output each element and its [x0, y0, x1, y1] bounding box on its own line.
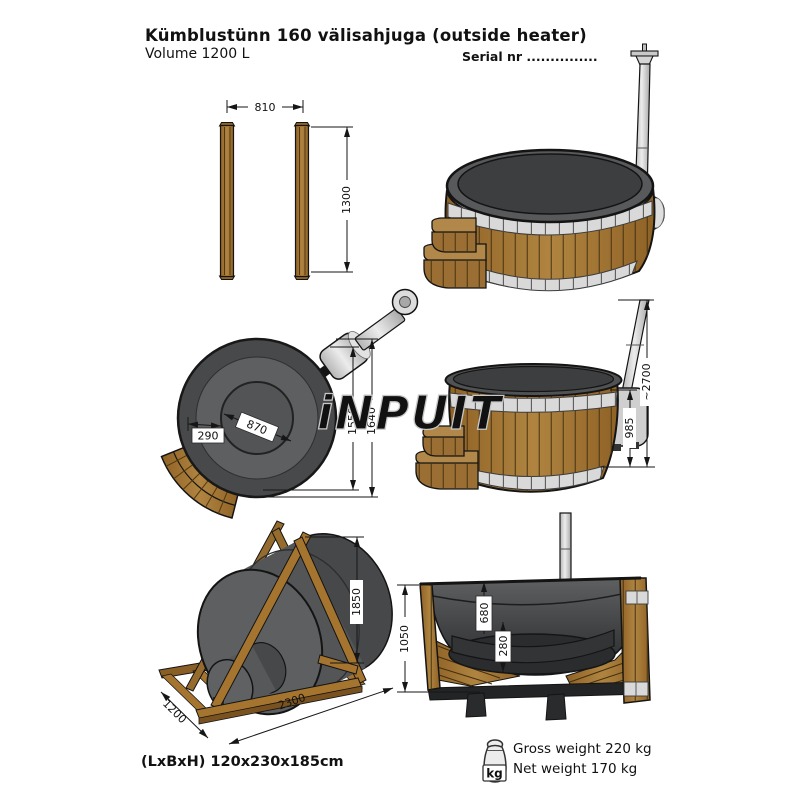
side-view: 985 ~2700 [415, 299, 655, 493]
dim-label-1550: 1550 [346, 407, 359, 435]
dim-label-810: 810 [255, 101, 276, 114]
steps-side [415, 425, 479, 490]
stave-right [293, 122, 311, 280]
chimney-section [559, 512, 572, 582]
steps [423, 217, 487, 289]
dim-1850: 1850 [305, 536, 364, 664]
dim-870: 870 [223, 411, 292, 443]
barrel-side [444, 363, 623, 493]
dim-1550: 1550 [263, 346, 359, 491]
dim-label-680: 680 [478, 603, 491, 624]
volume-label: Volume 1200 L [145, 46, 250, 62]
barrel [444, 148, 656, 292]
dim-label-280: 280 [497, 636, 510, 657]
dim-680: 680 [475, 582, 493, 634]
dim-label-1200: 1200 [160, 697, 189, 726]
dim-1300: 1300 [311, 126, 354, 273]
rim-edge [419, 576, 642, 586]
package-view: 1850 2300 1200 [158, 520, 394, 745]
dim-label-1850: 1850 [350, 588, 363, 616]
net-weight-label: Net weight 170 kg [513, 761, 638, 777]
gross-weight-label: Gross weight 220 kg [513, 741, 652, 757]
feet [465, 692, 567, 721]
top-view: 870 290 1550 1640 [160, 288, 419, 519]
chimney [630, 43, 659, 199]
dim-label-1300: 1300 [340, 186, 353, 214]
dim-2700: ~2700 [618, 299, 654, 467]
dim-label-1640: 1640 [365, 407, 378, 435]
dim-280: 280 [494, 622, 512, 672]
dim-1640: 1640 [263, 338, 378, 498]
dim-label-1050: 1050 [398, 625, 411, 653]
dim-1050: 1050 [397, 584, 480, 693]
stave-left [218, 122, 236, 280]
bottom-rail [427, 681, 644, 701]
dim-label-2700: ~2700 [640, 363, 653, 400]
aframe-front [210, 531, 367, 710]
dim-290: 290 [187, 417, 225, 444]
tub-3d-view [423, 43, 665, 292]
kg-weight-icon: kg [479, 738, 511, 788]
dim-810: 810 [226, 99, 304, 115]
dim-985: 985 [600, 389, 655, 468]
page-title: Kümblustünn 160 välisahjuga (outside hea… [145, 26, 587, 45]
dim-label-985: 985 [623, 418, 636, 439]
section-view: 1050 680 280 [397, 512, 651, 721]
staves-view: 810 1300 [218, 99, 354, 280]
wall-right [619, 577, 651, 704]
kg-icon-label: kg [486, 767, 503, 781]
watermark: iNPUIT [317, 386, 504, 440]
serial-number-label: Serial nr ............... [462, 49, 598, 64]
package-size-label: (LxBxH) 120x230x185cm [141, 754, 344, 770]
dim-label-290: 290 [198, 430, 219, 443]
